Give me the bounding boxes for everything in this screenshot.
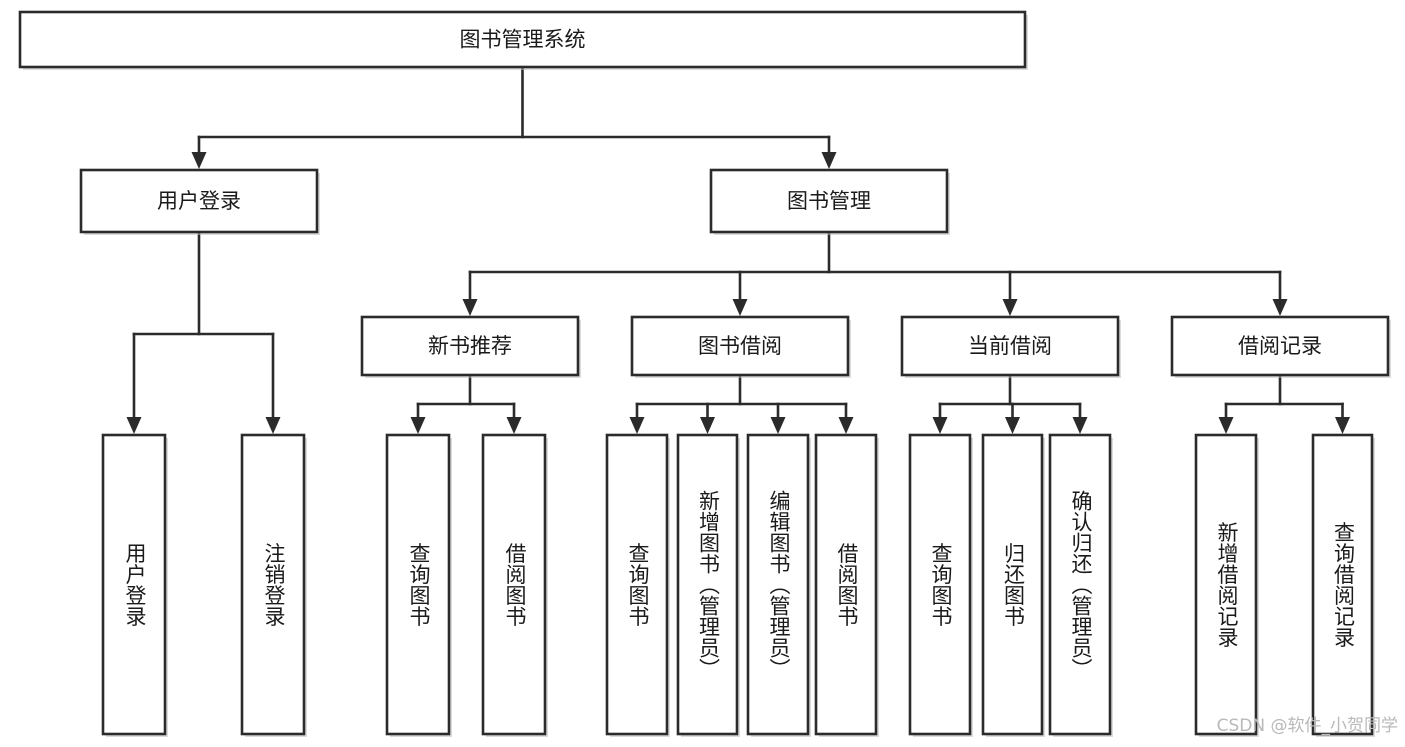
node-label: 查询借阅记录 <box>1332 522 1356 648</box>
box-outline <box>481 433 547 736</box>
root-node-root[interactable]: 图书管理系统 <box>18 10 1028 70</box>
arrow-head-icon <box>1005 417 1020 434</box>
box-outline <box>1170 315 1390 377</box>
arrow-head-icon <box>732 299 748 316</box>
level2-node-user-login[interactable]: 用户登录 <box>79 168 320 235</box>
leaf-node-leaf-borrow-book-rec[interactable]: 借阅图书 <box>481 433 548 737</box>
node-label: 查询图书 <box>626 543 650 627</box>
node-label: 借阅图书 <box>835 543 859 627</box>
csdn-watermark: CSDN @软件_小贺同学 <box>1217 716 1398 736</box>
box-outline <box>240 433 306 736</box>
node-label: 编辑图书（管理员） <box>767 490 791 679</box>
node-label: 新增图书（管理员） <box>697 490 721 679</box>
node-label: 归还图书 <box>1002 543 1026 627</box>
leaf-node-leaf-confirm-return[interactable]: 确认归还（管理员） <box>1048 433 1113 737</box>
box-outline <box>18 10 1027 69</box>
box-outline <box>1311 433 1374 736</box>
box-outline <box>746 433 810 736</box>
node-label: 用户登录 <box>123 543 147 627</box>
arrow-head-icon <box>1335 417 1350 434</box>
arrow-head-icon <box>838 417 854 434</box>
node-label: 当前借阅 <box>968 334 1052 358</box>
level2-node-book-manage[interactable]: 图书管理 <box>709 168 950 235</box>
box-outline <box>360 315 580 377</box>
arrow-head-icon <box>265 417 281 434</box>
leaf-node-leaf-return-book[interactable]: 归还图书 <box>981 433 1045 737</box>
leaf-node-leaf-query-record[interactable]: 查询借阅记录 <box>1311 433 1375 737</box>
leaf-node-leaf-add-book[interactable]: 新增图书（管理员） <box>676 433 740 737</box>
leaf-node-leaf-edit-book[interactable]: 编辑图书（管理员） <box>746 433 811 737</box>
leaf-node-leaf-user-login[interactable]: 用户登录 <box>101 433 168 737</box>
node-label: 查询图书 <box>929 543 953 627</box>
box-outline <box>814 433 878 736</box>
level3-node-book-borrow[interactable]: 图书借阅 <box>630 315 851 378</box>
box-outline <box>981 433 1044 736</box>
arrow-head-icon <box>1002 299 1018 316</box>
arrow-head-icon <box>462 299 478 316</box>
leaf-node-leaf-query-book-borrow[interactable]: 查询图书 <box>605 433 670 737</box>
node-label: 图书借阅 <box>698 334 782 358</box>
box-outline <box>79 168 319 234</box>
box-outline <box>908 433 972 736</box>
arrow-head-icon <box>410 417 426 434</box>
box-outline <box>676 433 739 736</box>
arrow-head-icon <box>821 152 837 169</box>
node-label: 确认归还（管理员） <box>1069 490 1093 679</box>
box-outline <box>1048 433 1112 736</box>
leaf-node-leaf-user-logout[interactable]: 注销登录 <box>240 433 307 737</box>
level3-node-borrow-record[interactable]: 借阅记录 <box>1170 315 1391 378</box>
box-outline <box>385 433 451 736</box>
node-label: 新增借阅记录 <box>1215 522 1239 648</box>
box-outline <box>630 315 850 377</box>
arrow-head-icon <box>770 417 786 434</box>
box-outline <box>101 433 167 736</box>
arrow-head-icon <box>1072 417 1088 434</box>
node-label: 借阅图书 <box>503 543 527 627</box>
box-outline <box>1194 433 1258 736</box>
box-outline <box>605 433 669 736</box>
leaf-node-leaf-query-book-current[interactable]: 查询图书 <box>908 433 973 737</box>
arrow-head-icon <box>700 417 715 434</box>
node-label: 查询图书 <box>407 543 431 627</box>
connector-layer <box>126 65 1350 434</box>
arrow-head-icon <box>932 417 948 434</box>
box-outline <box>709 168 949 234</box>
leaf-node-leaf-query-book-rec[interactable]: 查询图书 <box>385 433 452 737</box>
level3-node-new-book-rec[interactable]: 新书推荐 <box>360 315 581 378</box>
node-label: 新书推荐 <box>428 334 512 358</box>
arrow-head-icon <box>506 417 522 434</box>
node-label: 用户登录 <box>157 189 241 213</box>
leaf-node-leaf-add-record[interactable]: 新增借阅记录 <box>1194 433 1259 737</box>
arrow-head-icon <box>126 417 142 434</box>
box-outline <box>900 315 1120 377</box>
node-layer: 图书管理系统用户登录图书管理新书推荐图书借阅当前借阅借阅记录用户登录注销登录查询… <box>18 10 1391 737</box>
level3-node-current-borrow[interactable]: 当前借阅 <box>900 315 1121 378</box>
node-label: 借阅记录 <box>1238 334 1322 358</box>
arrow-head-icon <box>191 152 207 169</box>
node-label: 注销登录 <box>262 543 286 627</box>
arrow-head-icon <box>1218 417 1234 434</box>
node-label: 图书管理系统 <box>460 28 586 52</box>
arrow-head-icon <box>629 417 645 434</box>
node-label: 图书管理 <box>787 189 871 213</box>
leaf-node-leaf-borrow-book[interactable]: 借阅图书 <box>814 433 879 737</box>
arrow-head-icon <box>1272 299 1288 316</box>
